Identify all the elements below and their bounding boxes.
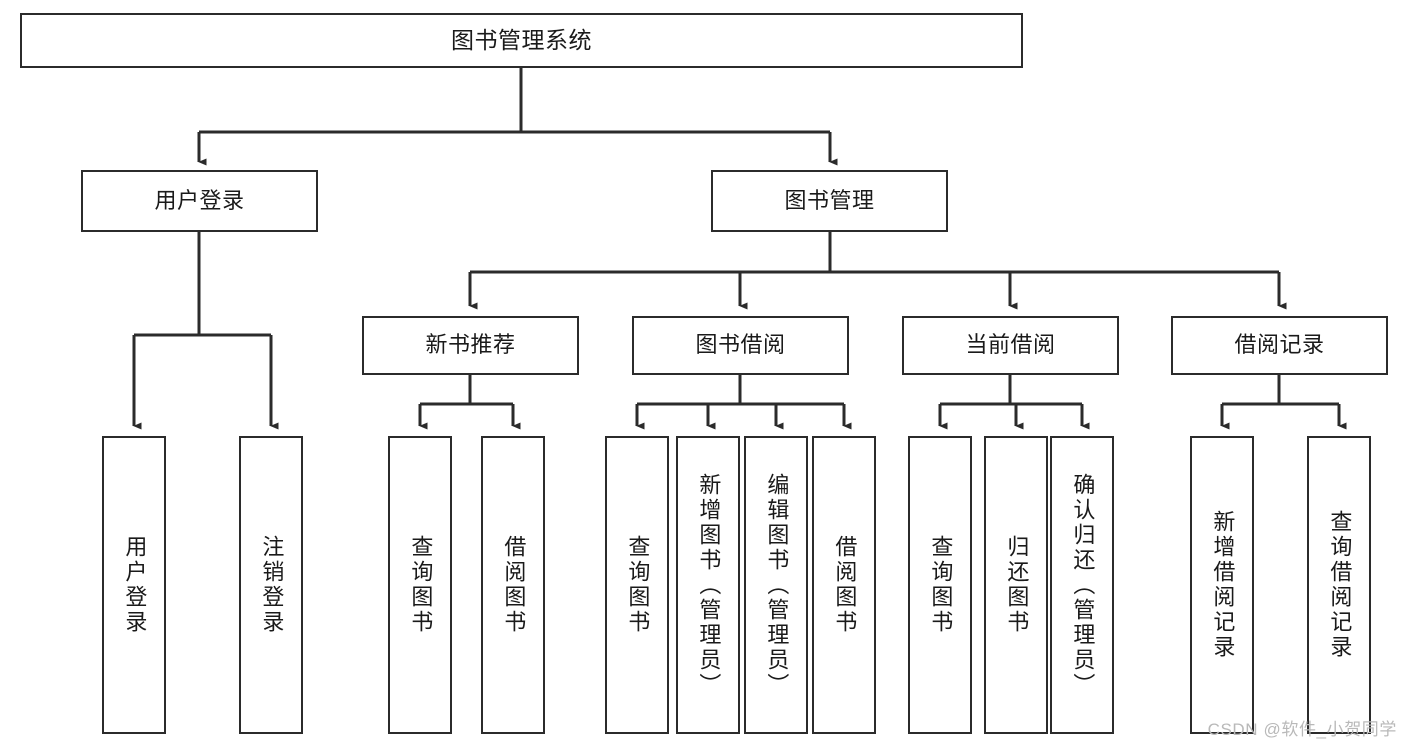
node-label: 注销登录 [259, 535, 285, 635]
csdn-watermark: CSDN @软件_小贺同学 [1207, 720, 1397, 739]
node-label: 确认归还（管理员） [1070, 472, 1096, 698]
leaf-logout[interactable]: 注销登录 [239, 436, 303, 734]
node-current-borrowing[interactable]: 当前借阅 [902, 316, 1119, 375]
leaf-return-books[interactable]: 归还图书 [984, 436, 1048, 734]
leaf-confirm-return-admin[interactable]: 确认归还（管理员） [1050, 436, 1114, 734]
node-label: 借阅图书 [501, 535, 527, 635]
node-book-management[interactable]: 图书管理 [711, 170, 948, 232]
node-label: 当前借阅 [965, 332, 1056, 358]
node-label: 图书管理 [784, 187, 875, 213]
node-label: 查询图书 [625, 535, 651, 635]
leaf-add-book-admin[interactable]: 新增图书（管理员） [676, 436, 740, 734]
node-label: 新书推荐 [425, 332, 516, 358]
node-label: 用户登录 [122, 535, 148, 635]
node-borrow-records[interactable]: 借阅记录 [1171, 316, 1388, 375]
leaf-add-borrow-record[interactable]: 新增借阅记录 [1190, 436, 1254, 734]
node-book-borrowing[interactable]: 图书借阅 [632, 316, 849, 375]
node-label: 查询图书 [408, 535, 434, 635]
leaf-search-books-current[interactable]: 查询图书 [908, 436, 972, 734]
leaf-search-books-borrowing[interactable]: 查询图书 [605, 436, 669, 734]
node-label: 图书管理系统 [451, 27, 592, 54]
node-label: 用户登录 [154, 187, 245, 213]
leaf-borrow-books-borrowing[interactable]: 借阅图书 [812, 436, 876, 734]
node-new-book-recommendation[interactable]: 新书推荐 [362, 316, 579, 375]
node-label: 新增图书（管理员） [696, 472, 722, 698]
node-label: 图书借阅 [695, 332, 786, 358]
node-root-book-management-system[interactable]: 图书管理系统 [20, 13, 1023, 68]
node-label: 借阅记录 [1234, 332, 1325, 358]
leaf-user-login[interactable]: 用户登录 [102, 436, 166, 734]
leaf-search-books-recommend[interactable]: 查询图书 [388, 436, 452, 734]
node-label: 借阅图书 [832, 535, 858, 635]
node-label: 归还图书 [1004, 535, 1030, 635]
leaf-search-borrow-record[interactable]: 查询借阅记录 [1307, 436, 1371, 734]
node-label: 编辑图书（管理员） [764, 472, 790, 698]
node-label: 查询借阅记录 [1327, 510, 1353, 660]
node-label: 新增借阅记录 [1210, 510, 1236, 660]
node-label: 查询图书 [928, 535, 954, 635]
leaf-borrow-books-recommend[interactable]: 借阅图书 [481, 436, 545, 734]
leaf-edit-book-admin[interactable]: 编辑图书（管理员） [744, 436, 808, 734]
node-user-login[interactable]: 用户登录 [81, 170, 318, 232]
